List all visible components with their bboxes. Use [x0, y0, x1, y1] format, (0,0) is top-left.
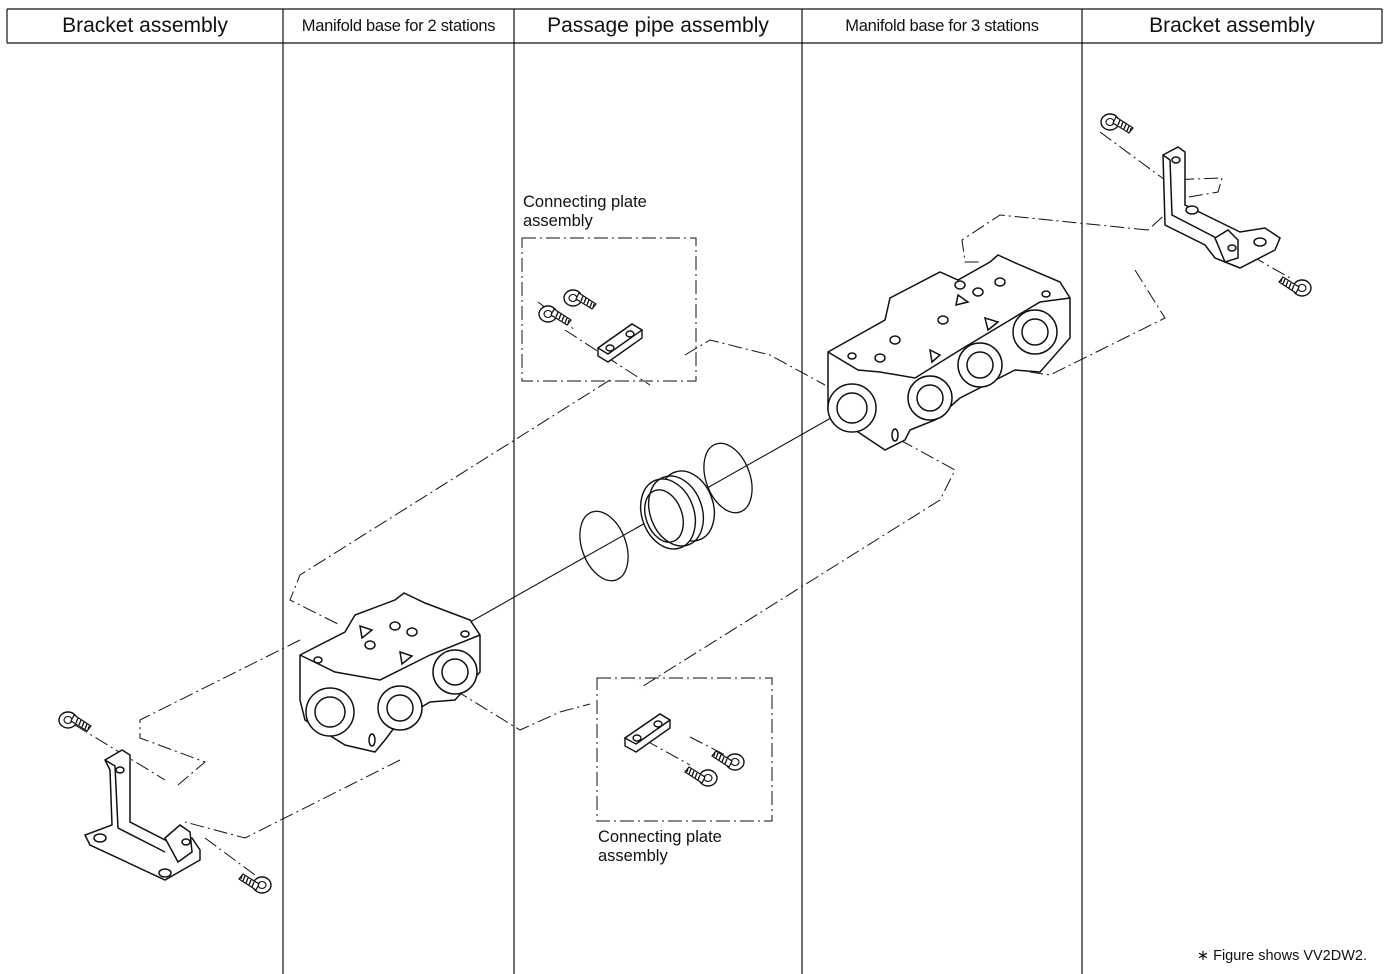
column-header-passage-pipe: Passage pipe assembly	[547, 14, 769, 37]
connecting-plate-upper	[596, 323, 644, 363]
label-line: Connecting plate	[598, 828, 722, 846]
column-header-manifold-2: Manifold base for 2 stations	[301, 16, 496, 35]
screw-icon	[711, 750, 745, 771]
manifold-base-3-stations	[827, 254, 1071, 451]
connecting-plate-label-lower: Connecting plate assembly	[598, 828, 722, 866]
o-ring-right	[703, 442, 753, 514]
column-header-bracket-right: Bracket assembly	[1149, 14, 1315, 37]
passage-pipe	[639, 470, 716, 550]
screw-icon	[538, 305, 572, 326]
o-ring-left	[579, 510, 629, 582]
screw-icon	[1278, 276, 1312, 297]
figure-footnote: ∗ Figure shows VV2DW2.	[1196, 948, 1367, 964]
column-header-bracket-left: Bracket assembly	[62, 14, 228, 37]
connecting-plate-label-upper: Connecting plate assembly	[523, 193, 647, 231]
label-line: assembly	[523, 212, 593, 230]
screw-icon	[1100, 113, 1134, 134]
screw-icon	[684, 766, 718, 787]
connecting-plate-box-lower	[596, 677, 773, 822]
bracket-left	[83, 749, 201, 881]
manifold-base-2-stations	[299, 592, 481, 753]
bracket-right	[1162, 146, 1281, 269]
table-frame	[6, 8, 1383, 974]
column-header-manifold-3: Manifold base for 3 stations	[845, 16, 1039, 35]
screw-icon	[563, 289, 597, 310]
label-line: assembly	[598, 847, 668, 865]
screw-icon	[238, 873, 272, 894]
connecting-plate-lower	[623, 713, 672, 753]
label-line: Connecting plate	[523, 193, 647, 211]
screw-icon	[58, 711, 92, 732]
connecting-plate-box-upper	[521, 237, 697, 382]
